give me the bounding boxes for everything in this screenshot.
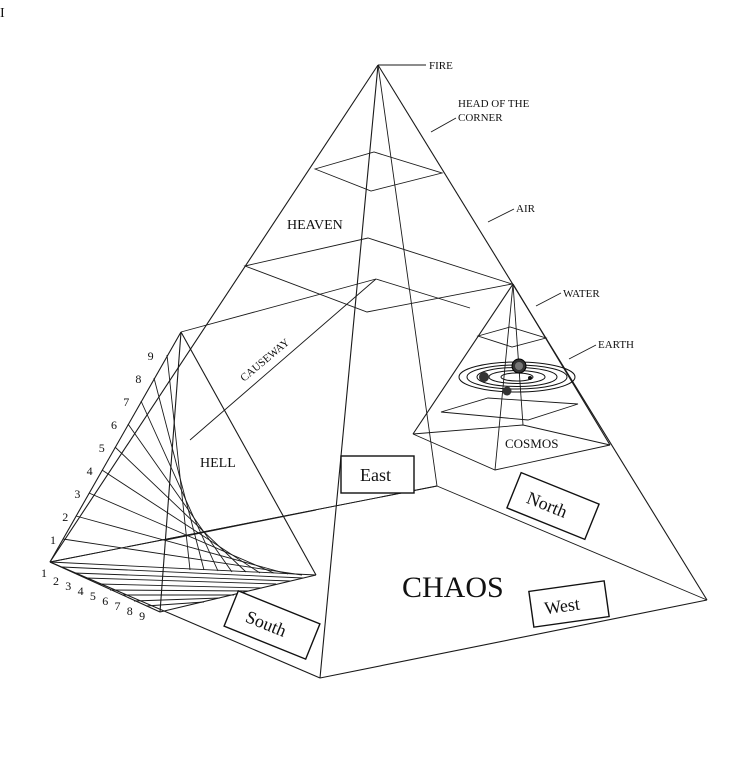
hell-scale-horizontal-2: 2 bbox=[53, 574, 59, 588]
hell-label: HELL bbox=[200, 456, 236, 471]
direction-west: West bbox=[528, 580, 610, 628]
heaven-section bbox=[180, 237, 513, 441]
hell-scale-vertical-5: 5 bbox=[99, 441, 105, 455]
hell-scale-horizontal-7: 7 bbox=[115, 599, 121, 613]
hell-scale-horizontal-8: 8 bbox=[127, 604, 133, 618]
causeway-label: CAUSEWAY bbox=[238, 336, 292, 384]
hell-scale-vertical-7: 7 bbox=[123, 395, 129, 409]
hell-scale-horizontal-4: 4 bbox=[78, 584, 84, 598]
hell-scale-vertical-3: 3 bbox=[74, 487, 80, 501]
west-label: West bbox=[543, 594, 581, 619]
hell-scale-horizontal-6: 6 bbox=[102, 594, 108, 608]
hell-scale-vertical-9: 9 bbox=[148, 349, 154, 363]
hell-scale-vertical-1: 1 bbox=[50, 533, 56, 547]
fire-label: FIRE bbox=[429, 60, 453, 72]
solar-system bbox=[458, 358, 576, 396]
hell-scale-horizontal-3: 3 bbox=[65, 579, 71, 593]
corner-mark: I bbox=[0, 6, 5, 21]
cosmos-label: COSMOS bbox=[505, 436, 558, 451]
direction-east: East bbox=[340, 455, 415, 494]
hell-scale-vertical-2: 2 bbox=[62, 510, 68, 524]
hell-scale-vertical-8: 8 bbox=[135, 372, 141, 386]
direction-north: North bbox=[506, 471, 600, 541]
chaos-label: CHAOS bbox=[402, 571, 504, 604]
hell-scale-vertical-6: 6 bbox=[111, 418, 117, 432]
leader-lines bbox=[378, 64, 597, 360]
hell-scale-horizontal-1: 1 bbox=[41, 566, 47, 580]
head-of-corner-label-line1: HEAD OF THE bbox=[458, 98, 530, 110]
air-label: AIR bbox=[516, 203, 536, 215]
hell-scale-horizontal-5: 5 bbox=[90, 589, 96, 603]
upper-section bbox=[313, 151, 444, 192]
east-label: East bbox=[360, 465, 391, 485]
direction-south: South bbox=[223, 589, 321, 661]
head-of-corner-label-line2: CORNER bbox=[458, 112, 503, 124]
pyramid-edges bbox=[49, 64, 708, 679]
heaven-label: HEAVEN bbox=[287, 218, 343, 233]
hell-scale-vertical-4: 4 bbox=[87, 464, 93, 478]
hell-scale-horizontal-9: 9 bbox=[139, 609, 145, 623]
water-label: WATER bbox=[563, 288, 600, 300]
earth-label: EARTH bbox=[598, 339, 634, 351]
cosmos-pyramid bbox=[412, 283, 611, 471]
